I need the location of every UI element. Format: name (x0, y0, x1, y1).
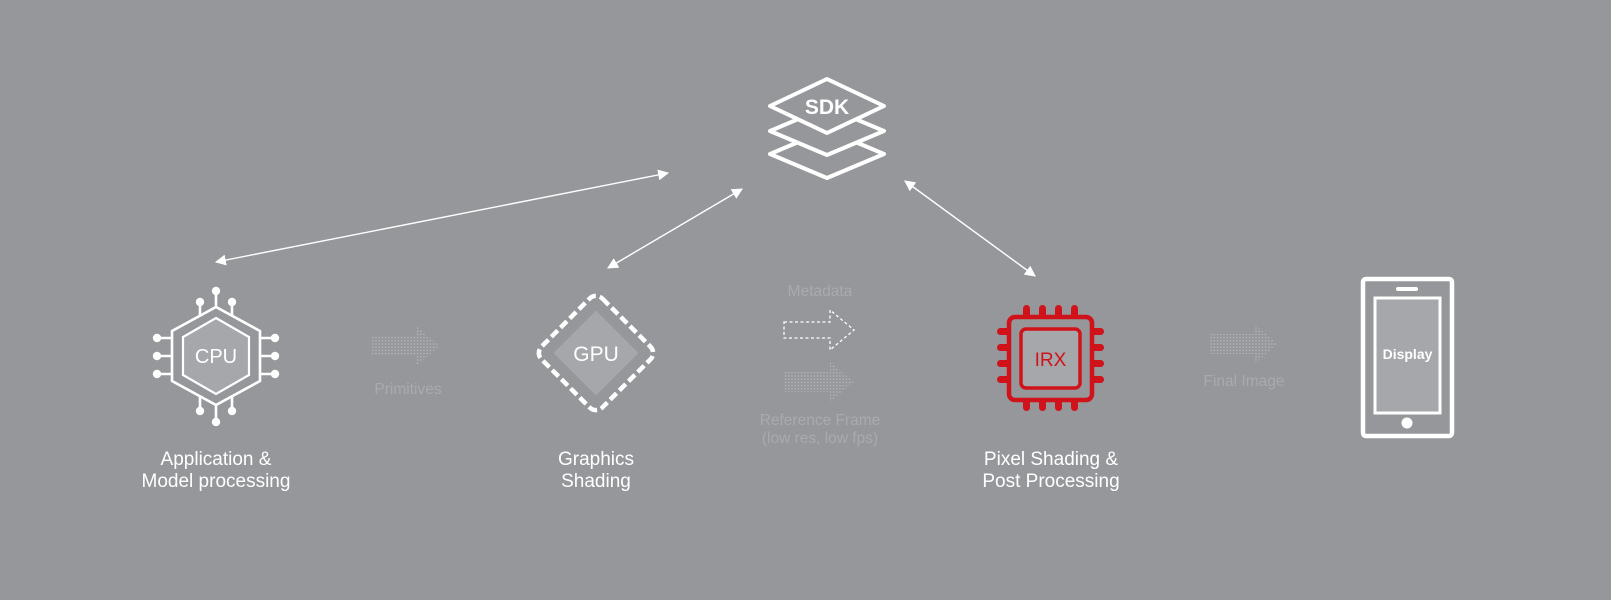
sdk-cpu-arrow (214, 169, 670, 266)
reference-frame-label: Reference Frame (low res, low fps) (740, 412, 900, 448)
final-image-label: Final Image (1203, 373, 1285, 390)
final-image-arrow (1210, 324, 1278, 364)
cpu-chip-icon (152, 286, 280, 427)
metadata-label: Metadata (787, 283, 853, 300)
cpu-caption: Application & Model processing (116, 449, 316, 493)
gpu-label: GPU (573, 343, 619, 366)
primitives-arrow (372, 326, 440, 366)
metadata-arrow (783, 308, 856, 352)
irx-caption: Pixel Shading & Post Processing (946, 449, 1156, 493)
sdk-gpu-arrow (607, 188, 743, 269)
display-label: Display (1383, 346, 1433, 362)
cpu-caption-line-2: Model processing (141, 471, 291, 492)
irx-chip-icon (997, 305, 1104, 411)
primitives-label: Primitives (374, 381, 442, 398)
gpu-caption: Graphics Shading (516, 449, 676, 493)
gpu-caption-line-2: Shading (561, 471, 631, 492)
gpu-caption-line-1: Graphics (557, 449, 635, 470)
sdk-irx-arrow (904, 180, 1036, 277)
cpu-label: CPU (195, 346, 237, 368)
cpu-caption-line-1: Application & (160, 449, 272, 470)
irx-caption-line-1: Pixel Shading & (983, 449, 1119, 470)
reference-frame-label-line-2: (low res, low fps) (761, 430, 879, 447)
smartphone-icon (1360, 276, 1455, 439)
layers-stack-icon (768, 77, 886, 180)
sdk-label: SDK (805, 96, 849, 119)
reference-frame-arrow (784, 362, 854, 402)
irx-caption-line-2: Post Processing (982, 471, 1120, 492)
reference-frame-label-line-1: Reference Frame (759, 412, 881, 429)
gpu-chip-icon (536, 293, 656, 413)
irx-label: IRX (1035, 350, 1067, 371)
